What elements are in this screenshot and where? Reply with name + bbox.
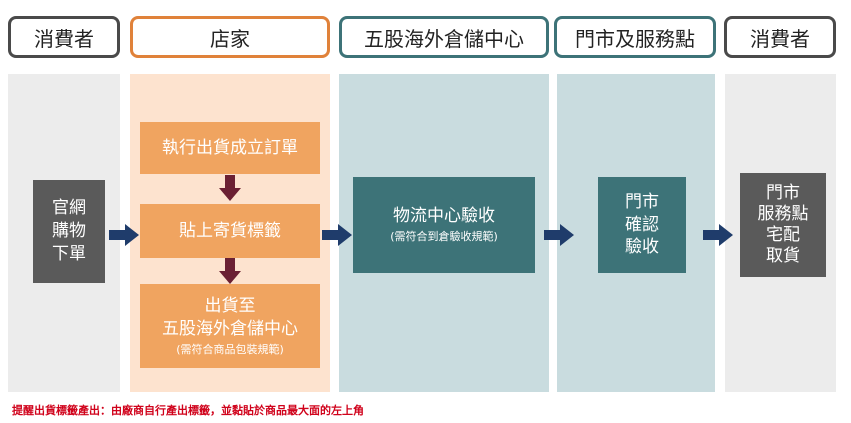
step-pickup-text: 門市 服務點 宅配 取貨	[757, 182, 809, 267]
step-ship: 出貨至 五股海外倉儲中心 (需符合商品包裝規範)	[140, 284, 320, 368]
step-label-text: 貼上寄貨標籤	[179, 220, 281, 241]
step-store-confirm: 門市 確認 驗收	[598, 177, 686, 273]
header-store-service: 門市及服務點	[554, 16, 716, 58]
step-order-text: 官網 購物 下單	[52, 198, 86, 264]
header-label: 五股海外倉儲中心	[364, 26, 524, 51]
header-consumer-right: 消費者	[724, 16, 836, 58]
step-execute-text: 執行出貨成立訂單	[162, 137, 298, 158]
arrow-down-icon	[219, 175, 241, 201]
step-inspect-note: (需符合到倉驗收規範)	[390, 230, 498, 244]
header-label: 店家	[210, 26, 250, 51]
header-label: 門市及服務點	[575, 26, 695, 51]
header-consumer-left: 消費者	[8, 16, 120, 58]
arrow-down-icon	[219, 258, 241, 284]
header-warehouse: 五股海外倉儲中心	[339, 16, 549, 58]
arrow-right-icon	[544, 224, 574, 246]
step-execute: 執行出貨成立訂單	[140, 122, 320, 174]
step-inspect: 物流中心驗收 (需符合到倉驗收規範)	[353, 177, 535, 273]
reminder-note: 提醒出貨標籤產出：由廠商自行產出標籤，並黏貼於商品最大面的左上角	[12, 404, 364, 417]
arrow-right-icon	[322, 224, 352, 246]
step-label: 貼上寄貨標籤	[140, 204, 320, 258]
step-ship-title: 出貨至 五股海外倉儲中心	[162, 295, 298, 339]
header-label: 消費者	[34, 26, 94, 51]
header-store: 店家	[130, 16, 330, 58]
step-ship-note: (需符合商品包裝規範)	[176, 342, 284, 356]
header-label: 消費者	[750, 26, 810, 51]
arrow-right-icon	[109, 224, 139, 246]
step-inspect-title: 物流中心驗收	[393, 206, 495, 227]
step-order: 官網 購物 下單	[33, 180, 105, 283]
step-store-confirm-text: 門市 確認 驗收	[625, 191, 659, 258]
arrow-right-icon	[703, 224, 733, 246]
step-pickup: 門市 服務點 宅配 取貨	[740, 173, 826, 277]
